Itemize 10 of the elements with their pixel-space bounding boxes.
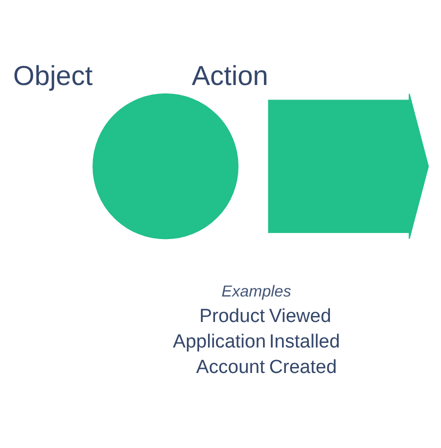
label: Installed bbox=[269, 331, 340, 352]
node-label: Action bbox=[192, 60, 268, 91]
label: Application bbox=[172, 331, 266, 352]
label: Viewed bbox=[269, 306, 332, 327]
label: Account bbox=[196, 356, 265, 378]
node-label: Object bbox=[13, 60, 93, 91]
label: Product bbox=[199, 306, 265, 327]
label: Created bbox=[269, 356, 337, 378]
label: Examples bbox=[222, 282, 292, 300]
node-circle bbox=[92, 92, 238, 239]
